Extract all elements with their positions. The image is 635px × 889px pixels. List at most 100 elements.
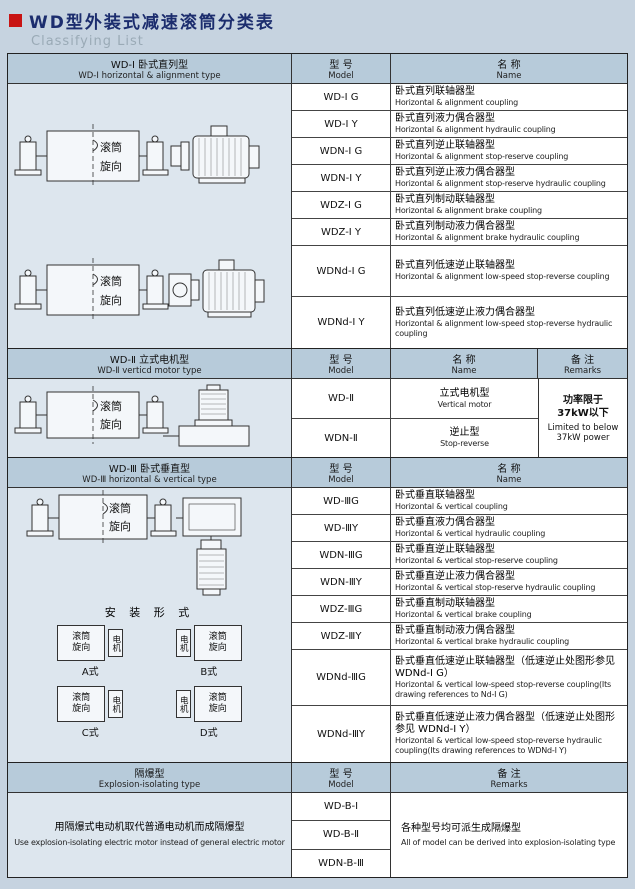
table-row: WD-Ⅰ G 卧式直列联轴器型 Horizontal & alignment c… [292, 84, 627, 111]
motor-box: 电机 [175, 629, 191, 657]
section2-title-cell: WD-Ⅱ 立式电机型 WD-Ⅱ verticd motor type [8, 349, 292, 378]
name-cell: 卧式垂直制动液力偶合器型 Horizontal & vertical brake… [395, 625, 569, 646]
motor-box: 电机 [108, 629, 124, 657]
model-cell: WDNd-Ⅰ Y [292, 297, 391, 348]
installation-forms: 安 装 形 式 滚筒 旋向 电机 A式 [8, 604, 291, 739]
section3-header: WD-Ⅲ 卧式垂直型 WD-Ⅲ horizontal & vertical ty… [8, 458, 627, 488]
section4-remarks-cell: 各种型号均可派生成隔爆型 All of model can be derived… [391, 793, 627, 877]
table-row: WDN-ⅢY 卧式垂直逆止液力偶合器型 Horizontal & vertica… [292, 569, 627, 596]
table-row: WDZ-Ⅰ Y 卧式直列制动液力偶合器型 Horizontal & alignm… [292, 219, 627, 246]
name-cell: 卧式直列联轴器型 Horizontal & alignment coupling [395, 86, 518, 107]
section4-title-cell: 隔爆型 Explosion-isolating type [8, 763, 292, 792]
name-cell: 卧式直列逆止联轴器型 Horizontal & alignment stop-r… [395, 140, 569, 161]
name-cell: 卧式直列制动液力偶合器型 Horizontal & alignment brak… [395, 221, 580, 242]
table-row: WDN-Ⅰ G 卧式直列逆止联轴器型 Horizontal & alignmen… [292, 138, 627, 165]
name-cell: 卧式直列制动联轴器型 Horizontal & alignment brake … [395, 194, 542, 215]
section4-description-cell: 用隔爆式电动机取代普通电动机而成隔爆型 Use explosion-isolat… [8, 793, 292, 877]
vertical-motor-diagram: 滚筒 旋向 [14, 384, 250, 447]
installation-forms-title: 安 装 形 式 [104, 606, 195, 619]
drum-label: 滚筒 [109, 501, 131, 515]
drum-label: 滚筒 [100, 140, 122, 154]
model-cell: WD-B-Ⅱ [292, 821, 390, 850]
model-cell: WDN-Ⅱ [292, 419, 391, 457]
drum-label: 滚筒 [100, 399, 122, 413]
name-cell: 逆止型 Stop-reverse [440, 427, 489, 448]
section2-diagram-cell: 滚筒 旋向 [8, 379, 292, 457]
section1-header: WD-Ⅰ 卧式直列型 WD-Ⅰ horizontal & alignment t… [8, 54, 627, 84]
section3-diagram-cell: 滚筒 旋向 安 装 形 式 滚筒 旋向 [8, 488, 292, 762]
section3-rows: WD-ⅢG 卧式垂直联轴器型 Horizontal & vertical cou… [292, 488, 627, 762]
table-row: WDZ-ⅢG 卧式垂直制动联轴器型 Horizontal & vertical … [292, 596, 627, 623]
rotation-label: 旋向 [100, 159, 122, 173]
name-cell: 卧式垂直逆止联轴器型 Horizontal & vertical stop-re… [395, 544, 558, 565]
drum-box: 滚筒 旋向 [193, 625, 242, 661]
model-cell: WDZ-Ⅰ Y [292, 219, 391, 245]
name-cell: 卧式直列液力偶合器型 Horizontal & alignment hydrau… [395, 113, 556, 134]
model-cell: WDNd-Ⅰ G [292, 246, 391, 296]
model-cell: WDN-ⅢG [292, 542, 391, 568]
name-column-header: 名 称 Name [496, 60, 522, 81]
rotation-label: 旋向 [109, 519, 131, 533]
name-cell: 卧式垂直低速逆止液力偶合器型（低速逆止处图形参见 WDNd-Ⅰ Y） Horiz… [395, 712, 615, 755]
install-form-a: 滚筒 旋向 电机 A式 [34, 625, 147, 678]
section1-rows: WD-Ⅰ G 卧式直列联轴器型 Horizontal & alignment c… [292, 84, 627, 348]
page-title-row: WD型外装式减速滚筒分类表 [9, 8, 628, 33]
remarks-column-header: 备 注 Remarks [563, 355, 602, 376]
rotation-label: 旋向 [100, 417, 122, 431]
form-a-label: A式 [81, 667, 99, 678]
install-form-b: 滚筒 旋向 电机 B式 [153, 625, 266, 678]
motor-box: 电机 [108, 690, 124, 718]
name-column-header: 名 称 Name [496, 464, 522, 485]
table-row: WDZ-ⅢY 卧式垂直制动液力偶合器型 Horizontal & vertica… [292, 623, 627, 650]
page-subtitle: Classifying List [31, 34, 144, 49]
table-row: WDN-ⅢG 卧式垂直逆止联轴器型 Horizontal & vertical … [292, 542, 627, 569]
table-row: WDNd-Ⅰ Y 卧式直列低速逆止液力偶合器型 Horizontal & ali… [292, 297, 627, 348]
rotation-label: 旋向 [100, 293, 122, 307]
section4-model-column: WD-B-Ⅰ WD-B-Ⅱ WDN-B-Ⅲ [292, 793, 391, 877]
table-row: WDNd-Ⅰ G 卧式直列低速逆止联轴器型 Horizontal & align… [292, 246, 627, 297]
table-row: WDN-Ⅰ Y 卧式直列逆止液力偶合器型 Horizontal & alignm… [292, 165, 627, 192]
section-explosion-isolating: 隔爆型 Explosion-isolating type 型 号 Model 备… [8, 763, 627, 877]
horizontal-vertical-diagram: 滚筒 旋向 [26, 490, 242, 596]
section1-diagram-cell: 滚筒 旋向 [8, 84, 292, 348]
name-cell: 卧式垂直制动联轴器型 Horizontal & vertical brake c… [395, 598, 532, 619]
name-cell: 卧式直列低速逆止液力偶合器型 Horizontal & alignment lo… [395, 306, 613, 338]
name-cell: 卧式垂直逆止液力偶合器型 Horizontal & vertical stop-… [395, 571, 596, 592]
section-wd1: WD-Ⅰ 卧式直列型 WD-Ⅰ horizontal & alignment t… [8, 54, 627, 349]
model-cell: WD-Ⅱ [292, 379, 391, 418]
model-cell: WDZ-ⅢY [292, 623, 391, 649]
name-cell: 卧式直列低速逆止联轴器型 Horizontal & alignment low-… [395, 260, 610, 281]
name-cell: 卧式直列逆止液力偶合器型 Horizontal & alignment stop… [395, 167, 606, 188]
table-row: WDNd-ⅢY 卧式垂直低速逆止液力偶合器型（低速逆止处图形参见 WDNd-Ⅰ … [292, 706, 627, 762]
motor-box: 电机 [175, 690, 191, 718]
name-cell: 卧式垂直低速逆止联轴器型（低速逆止处图形参见 WDNd-Ⅰ G） Horizon… [395, 655, 615, 699]
model-cell: WDN-B-Ⅲ [292, 849, 390, 877]
model-cell: WDZ-ⅢG [292, 596, 391, 622]
table-row: WD-ⅢG 卧式垂直联轴器型 Horizontal & vertical cou… [292, 488, 627, 515]
section4-header: 隔爆型 Explosion-isolating type 型 号 Model 备… [8, 763, 627, 793]
classification-table: WD-Ⅰ 卧式直列型 WD-Ⅰ horizontal & alignment t… [7, 53, 628, 878]
drum-label: 滚筒 [100, 274, 122, 288]
table-row: WD-Ⅰ Y 卧式直列液力偶合器型 Horizontal & alignment… [292, 111, 627, 138]
model-cell: WDN-Ⅰ G [292, 138, 391, 164]
section2-rows: WD-Ⅱ 立式电机型 Vertical motor WDN-Ⅱ 逆止型 Stop… [292, 379, 538, 457]
section1-title-cell: WD-Ⅰ 卧式直列型 WD-Ⅰ horizontal & alignment t… [8, 54, 292, 83]
model-cell: WDNd-ⅢY [292, 706, 391, 762]
form-c-label: C式 [81, 728, 99, 739]
model-cell: WD-Ⅰ Y [292, 111, 391, 137]
table-row: WDNd-ⅢG 卧式垂直低速逆止联轴器型（低速逆止处图形参见 WDNd-Ⅰ G）… [292, 650, 627, 706]
remarks-column-header: 备 注 Remarks [490, 769, 528, 790]
form-b-label: B式 [200, 667, 218, 678]
name-cell: 卧式垂直联轴器型 Horizontal & vertical coupling [395, 490, 508, 511]
model-cell: WD-ⅢG [292, 488, 391, 514]
section-wd2: WD-Ⅱ 立式电机型 WD-Ⅱ verticd motor type 型 号 M… [8, 349, 627, 458]
form-d-label: D式 [199, 728, 218, 739]
table-row: WD-Ⅱ 立式电机型 Vertical motor [292, 379, 538, 419]
name-column-header: 名 称 Name [391, 349, 538, 378]
model-cell: WD-Ⅰ G [292, 84, 391, 110]
section2-remarks-cell: 功率限于 37kW以下 Limited to below 37kW power [538, 379, 627, 457]
name-cell: 卧式垂直液力偶合器型 Horizontal & vertical hydraul… [395, 517, 546, 538]
drum-box: 滚筒 旋向 [57, 625, 106, 661]
install-form-c: 滚筒 旋向 电机 C式 [34, 686, 147, 739]
